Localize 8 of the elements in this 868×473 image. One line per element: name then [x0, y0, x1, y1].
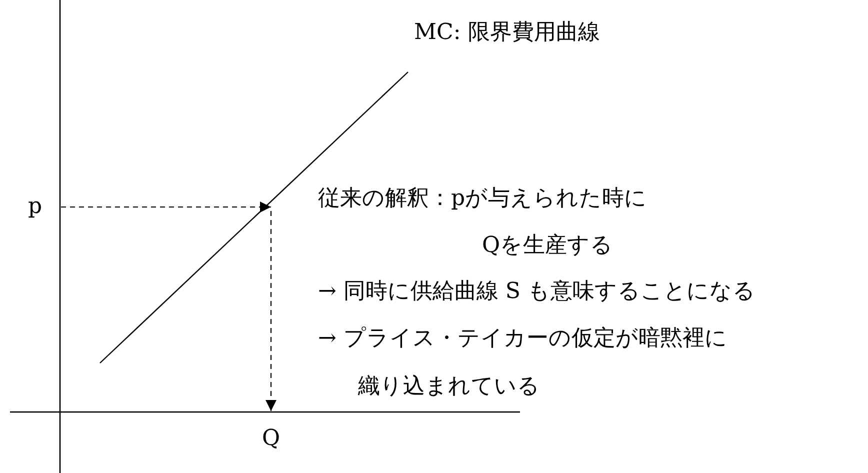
curve-label: MC: 限界費用曲線 — [414, 19, 600, 47]
note-text: Qを生産する — [482, 232, 614, 260]
note-text: 従来の解釈：pが与えられた時に — [318, 185, 648, 213]
note-text: → 同時に供給曲線 S も意味することになる — [318, 278, 756, 306]
axis-label: p — [28, 193, 42, 221]
axis-label: Q — [262, 425, 280, 453]
note-text: 織り込まれている — [358, 373, 540, 401]
note-text: → プライス・テイカーの仮定が暗黙裡に — [318, 325, 728, 353]
